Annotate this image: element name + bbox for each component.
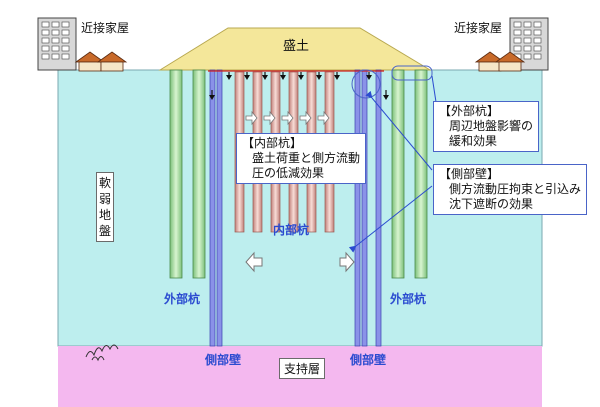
rock-scribble — [91, 356, 105, 362]
inner-pile-label: 内部杭 — [273, 223, 310, 237]
side-wall-callout-line: 側方流動圧拘束と引込み — [449, 182, 582, 196]
outer-pile-callout: 【外部杭】 周辺地盤影響の 緩和効果 — [433, 101, 540, 152]
outer-pile-target-marker — [391, 65, 433, 81]
outline-arrow-icon — [245, 251, 263, 273]
inner-pile-callout: 【内部杭】 盛土荷重と側方流動 圧の低減効果 — [236, 133, 367, 184]
house-icon — [74, 51, 128, 72]
inner-pile-callout-line: 圧の低減効果 — [252, 166, 325, 180]
side-callout-leader-lower — [348, 185, 433, 253]
outer-piles-right — [391, 69, 428, 279]
outer-callout-leader — [431, 75, 437, 103]
outer-pile-callout-title: 【外部杭】 — [439, 104, 500, 118]
bearing-layer-label: 支持層 — [279, 358, 326, 379]
side-wall-callout-line: 沈下遮断の効果 — [449, 197, 534, 211]
side-callout-leader-upper — [365, 90, 433, 171]
side-wall-right-label: 側部壁 — [350, 353, 387, 367]
side-wall-callout-title: 【側部壁】 — [439, 167, 500, 181]
rock-scribble — [85, 344, 119, 358]
side-wall-callout: 【側部壁】 側方流動圧拘束と引込み 沈下遮断の効果 — [433, 164, 588, 215]
inner-pile-callout-line: 盛土荷重と側方流動 — [252, 151, 361, 165]
outer-pile-right-label: 外部杭 — [390, 292, 427, 306]
embankment-label: 盛土 — [283, 39, 310, 54]
outer-pile-left-label: 外部杭 — [164, 292, 201, 306]
lateral-pressure-arrow-icon — [245, 110, 330, 126]
soft-ground-label: 軟弱地盤 — [96, 172, 114, 242]
embankment — [158, 27, 432, 71]
building-right-label: 近接家屋 — [454, 21, 503, 35]
outer-pile-callout-line: 周辺地盤影響の — [449, 119, 534, 133]
building-icon — [37, 17, 77, 71]
outer-piles-left — [169, 69, 206, 279]
side-wall-left — [209, 69, 223, 347]
inner-pile-callout-title: 【内部杭】 — [242, 136, 303, 150]
load-arrow-icon — [209, 72, 389, 100]
side-wall-left-label: 側部壁 — [205, 353, 242, 367]
building-left-label: 近接家屋 — [81, 21, 130, 35]
outer-pile-callout-line: 緩和効果 — [449, 134, 498, 148]
house-icon — [474, 51, 526, 72]
outline-arrow-icon — [339, 251, 355, 273]
